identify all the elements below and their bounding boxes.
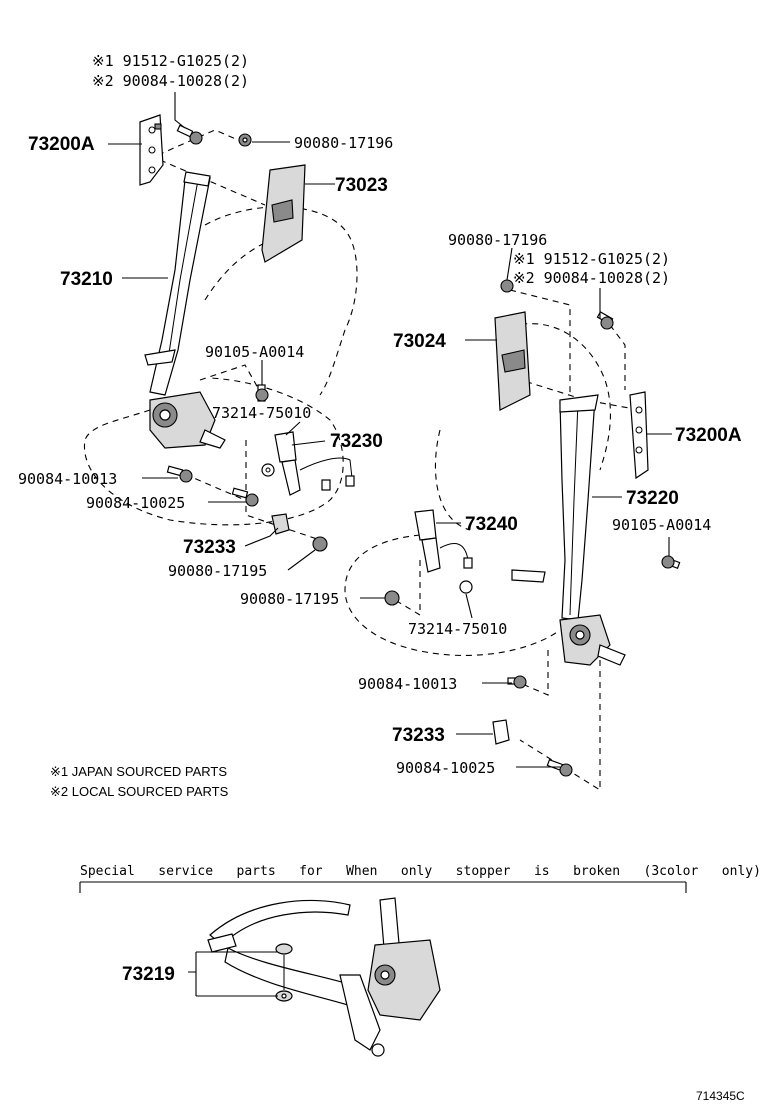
label-73219: 73219 [122, 964, 175, 985]
right-dash-anchor-bolts [509, 289, 571, 395]
label-90105-left: 90105-A0014 [205, 343, 304, 361]
label-90080-17195-left: 90080-17195 [168, 562, 267, 580]
left-anchor-bolt-10013-icon [166, 465, 193, 483]
left-seat-back-side [204, 229, 301, 301]
label-73233-left: 73233 [183, 537, 236, 558]
label-73200A-right: 73200A [675, 425, 742, 446]
left-dash-retractor-bolt [199, 364, 263, 396]
left-height-adjuster-anchor [139, 114, 164, 186]
left-top-nut-icon [238, 133, 252, 147]
left-buckle-73230 [274, 431, 355, 496]
label-90080-17196-top: 90080-17196 [294, 134, 393, 152]
label-73214-right: 73214-75010 [408, 620, 507, 638]
right-buckle-73240 [414, 509, 473, 573]
label-90105-right: 90105-A0014 [612, 516, 711, 534]
label-73230: 73230 [330, 431, 383, 452]
stopper-detail-drawing [207, 897, 441, 1057]
leader-73219 [188, 951, 278, 997]
right-seat-back-outline [499, 323, 611, 471]
label-91512-right: ※1 91512-G1025(2) [513, 250, 670, 268]
label-73023: 73023 [335, 175, 388, 196]
label-90084-10013-left: 90084-10013 [18, 470, 117, 488]
left-dash-anchor-to-bolt [157, 129, 246, 156]
left-top-bolt-icon [176, 124, 203, 145]
right-height-adjuster-anchor [629, 391, 649, 480]
label-90080-17196-right: 90080-17196 [448, 231, 547, 249]
right-dash-buckle [394, 560, 421, 616]
label-90084-10025-right: 90084-10025 [396, 759, 495, 777]
label-73200A-left: 73200A [28, 134, 95, 155]
label-73233-right: 73233 [392, 725, 445, 746]
leader-lines [108, 92, 672, 768]
right-dash-lower-bolt [519, 660, 601, 791]
label-73210: 73210 [60, 269, 113, 290]
right-dash-retractor-bolt [519, 650, 549, 696]
label-90080-17195-right: 90080-17195 [240, 590, 339, 608]
label-90084-10028-top: ※2 90084-10028(2) [92, 72, 249, 90]
label-73220: 73220 [626, 488, 679, 509]
left-retractor [149, 391, 226, 449]
right-retractor-bolt-icon [661, 555, 681, 569]
label-90084-10025-left: 90084-10025 [86, 494, 185, 512]
right-dash-back-top [504, 374, 641, 411]
label-73240: 73240 [465, 514, 518, 535]
right-pillar-cover-73024 [494, 311, 531, 411]
right-seat-back-side [434, 429, 471, 531]
label-73214-left: 73214-75010 [212, 404, 311, 422]
right-top-nut-icon [500, 279, 514, 293]
label-90084-10013-right: 90084-10013 [358, 675, 457, 693]
right-cap-73233 [492, 719, 510, 745]
right-anchor-bolt-10025-icon [546, 759, 573, 777]
note-local-sourced: ※2 LOCAL SOURCED PARTS [50, 784, 229, 799]
label-73024: 73024 [393, 331, 446, 352]
right-buckle-washer-icon [459, 580, 473, 594]
left-buckle-washer-icon [261, 463, 275, 477]
left-belt-73210 [144, 171, 211, 396]
special-service-title: Special service parts for When only stop… [80, 864, 760, 879]
note-japan-sourced: ※1 JAPAN SOURCED PARTS [50, 764, 227, 779]
right-dash-bolt-anchor [609, 324, 626, 390]
left-dash-buckle-nut [245, 440, 321, 541]
right-retractor [559, 614, 626, 666]
diagram-id: 714345C [696, 1089, 745, 1103]
left-dash-anchor-to-cover [159, 159, 266, 206]
left-retractor-bolt-icon [255, 384, 269, 402]
label-91512-top: ※1 91512-G1025(2) [92, 52, 249, 70]
left-seat-cushion-outline [83, 377, 344, 526]
right-anchor-bolt-10013-icon [507, 675, 527, 689]
left-lower-nut-icon [312, 536, 328, 552]
label-90084-10028-right: ※2 90084-10028(2) [513, 269, 670, 287]
right-lower-nut-icon [384, 590, 400, 606]
right-belt-73220 [511, 394, 599, 621]
left-pillar-cover-73023 [261, 164, 306, 263]
left-anchor-bolt-10025-icon [231, 487, 259, 507]
right-top-bolt-icon [596, 311, 614, 330]
special-section-bracket [79, 881, 687, 893]
right-seat-cushion-outline [344, 534, 561, 656]
